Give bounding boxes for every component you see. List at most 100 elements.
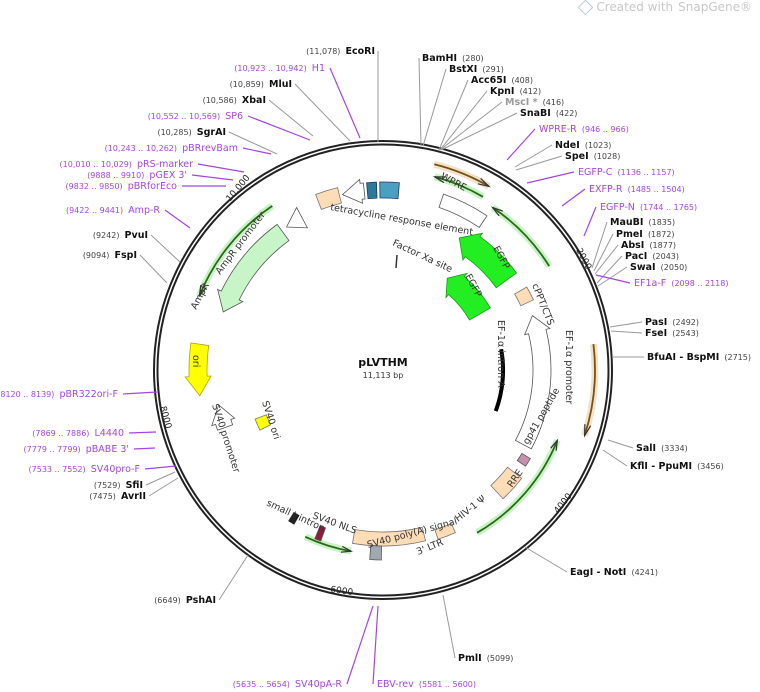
ef1a-promoter-feature[interactable] (514, 314, 552, 450)
restriction-site-label[interactable]: MauBI (1835) (610, 210, 675, 229)
feature-label[interactable]: EF-1α intron A (495, 320, 506, 388)
primer-label[interactable]: (10,243 .. 10,262) pBRrevBam (105, 136, 238, 155)
primer-label[interactable]: EGFP-C (1136 .. 1157) (578, 160, 675, 179)
restriction-site-label[interactable]: KpnI (412) (490, 79, 541, 98)
feature-label[interactable]: AmpR (189, 281, 212, 312)
restriction-site-label[interactable]: NdeI (1023) (555, 133, 611, 152)
gp41-peptide-feature[interactable] (516, 452, 531, 467)
green-orf-arc-egfp[interactable] (492, 206, 550, 267)
primer-name: WPRE-R (539, 124, 577, 135)
sv40-ori-feature[interactable] (254, 414, 272, 431)
hiv1-psi-feature[interactable] (434, 522, 456, 540)
restriction-site-label[interactable]: PmlI (5099) (458, 646, 513, 665)
restriction-site-label[interactable]: PacI (2043) (625, 244, 679, 263)
primer-label[interactable]: (10,552 .. 10,569) SP6 (148, 104, 243, 123)
tre-arrow-feature[interactable] (341, 178, 366, 204)
restriction-site-label[interactable]: (10,586) XbaI (203, 88, 266, 107)
tre-marker-feature[interactable] (366, 181, 378, 200)
tre-box-feature[interactable] (315, 187, 342, 210)
ampr-promoter-feature[interactable] (285, 206, 309, 229)
ef1a-intron-feature[interactable] (493, 348, 505, 412)
feature-label[interactable]: Factor Xa site (391, 238, 454, 275)
primer-name: pRS-marker (137, 159, 193, 170)
ori-feature[interactable] (184, 342, 212, 397)
restriction-site-label[interactable]: SwaI (2050) (630, 255, 687, 274)
restriction-site-label[interactable]: (7475) AvrII (89, 484, 146, 503)
restriction-site-label[interactable]: PasI (2492) (645, 310, 699, 329)
primer-name: pBRforEco (128, 181, 177, 192)
restriction-site-label[interactable]: SalI (3334) (636, 436, 688, 455)
sv40-polya-feature[interactable] (369, 545, 382, 561)
site-position: (10,859) (230, 80, 264, 89)
rre-feature[interactable] (490, 466, 523, 500)
site-name: KpnI (490, 86, 514, 97)
restriction-site-label[interactable]: FseI (2543) (645, 321, 699, 340)
sv40-nls-feature[interactable] (314, 525, 327, 542)
restriction-site-label[interactable]: SnaBI (422) (520, 101, 577, 120)
restriction-site-label[interactable]: (7529) SfiI (94, 473, 143, 492)
primer-name: pGEX 3' (149, 170, 187, 181)
primer-label[interactable]: EXFP-R (1485 .. 1504) (589, 177, 685, 196)
restriction-site-label[interactable]: (9242) PvuI (93, 223, 148, 242)
feature-label[interactable]: EF-1α promoter (563, 330, 574, 404)
primer-label[interactable]: EBV-rev (5581 .. 5600) (377, 672, 476, 691)
site-position: (7529) (94, 481, 121, 490)
restriction-site-label[interactable]: (9094) FspI (83, 243, 137, 262)
orange-orf-arc-right[interactable] (583, 344, 596, 436)
sv40-promoter-feature[interactable] (211, 404, 236, 431)
site-name: PmlI (458, 653, 482, 664)
arrowhead-icon (550, 438, 559, 451)
restriction-site-label[interactable]: BfuAI - BspMI (2715) (647, 345, 751, 364)
primer-label[interactable]: (8120 .. 8139) pBR322ori-F (0, 382, 118, 401)
site-position: (3334) (661, 444, 688, 453)
cppt-cts-feature[interactable] (514, 286, 534, 307)
3ltr-feature[interactable] (351, 526, 427, 547)
primer-leader-line (247, 115, 311, 141)
factor-xa-site-feature[interactable] (395, 254, 398, 269)
ampr-feature[interactable] (217, 223, 290, 313)
site-position: (9242) (93, 231, 120, 240)
restriction-site-label[interactable]: PmeI (1872) (616, 222, 675, 241)
primer-label[interactable]: (7533 .. 7552) SV40pro-F (29, 457, 140, 476)
primer-label[interactable]: (9422 .. 9441) Amp-R (66, 198, 160, 217)
primer-label[interactable]: (10,923 .. 10,942) H1 (234, 56, 325, 75)
restriction-site-label[interactable]: BamHI (280) (422, 46, 484, 65)
site-position: (408) (511, 76, 533, 85)
egfp-feature-outer[interactable] (458, 232, 518, 289)
restriction-site-label[interactable]: (10,285) SgrAI (157, 120, 226, 139)
egfp-feature-inner[interactable] (445, 272, 491, 321)
restriction-site-label[interactable]: (11,078) EcoRI (306, 39, 375, 58)
small-t-intron-feature[interactable] (288, 511, 300, 525)
primer-label[interactable]: (7779 .. 7799) pBABE 3' (24, 437, 129, 456)
restriction-site-label[interactable]: (6649) PshAI (154, 588, 216, 607)
primer-label[interactable]: (7869 .. 7886) L4440 (32, 421, 124, 440)
restriction-site-label[interactable]: EagI - NotI (4241) (570, 560, 658, 579)
wpre-feature[interactable] (438, 193, 488, 228)
primer-label[interactable]: EF1a-F (2098 .. 2118) (634, 271, 728, 290)
restriction-site-label[interactable]: SpeI (1028) (565, 144, 620, 163)
restriction-site-label[interactable]: MscI * (416) (505, 90, 564, 109)
site-name: PshAI (186, 595, 216, 606)
green-orf-arc-ampr[interactable] (198, 205, 273, 297)
primer-label[interactable]: (9832 .. 9850) pBRforEco (66, 174, 178, 193)
feature-label[interactable]: ori (190, 355, 201, 367)
green-orf-arc-rre[interactable] (476, 440, 559, 534)
primer-label[interactable]: (5635 .. 5654) SV40pA-R (233, 672, 343, 691)
primer-label[interactable]: EGFP-N (1744 .. 1765) (600, 195, 697, 214)
tre-hatch-feature[interactable] (379, 181, 400, 200)
site-position: (422) (556, 109, 578, 118)
primer-range: (7779 .. 7799) (24, 445, 81, 454)
site-leader-line (594, 244, 619, 275)
restriction-site-label[interactable]: BstXI (291) (449, 57, 504, 76)
restriction-site-label[interactable]: Acc65I (408) (471, 68, 533, 87)
restriction-site-label[interactable]: AbsI (1877) (621, 233, 676, 252)
restriction-site-label[interactable]: KflI - PpuMI (3456) (630, 454, 724, 473)
feature-label[interactable]: HIV-1 Ψ (453, 494, 488, 525)
site-name: FspI (115, 250, 137, 261)
restriction-site-label[interactable]: (10,859) MluI (230, 72, 292, 91)
primer-range: (10,923 .. 10,942) (234, 64, 306, 73)
primer-label[interactable]: WPRE-R (946 .. 966) (539, 117, 629, 136)
arrowhead-icon (490, 206, 503, 217)
primer-label[interactable]: (9888 .. 9910) pGEX 3' (87, 163, 187, 182)
primer-label[interactable]: (10,010 .. 10,029) pRS-marker (60, 152, 194, 171)
